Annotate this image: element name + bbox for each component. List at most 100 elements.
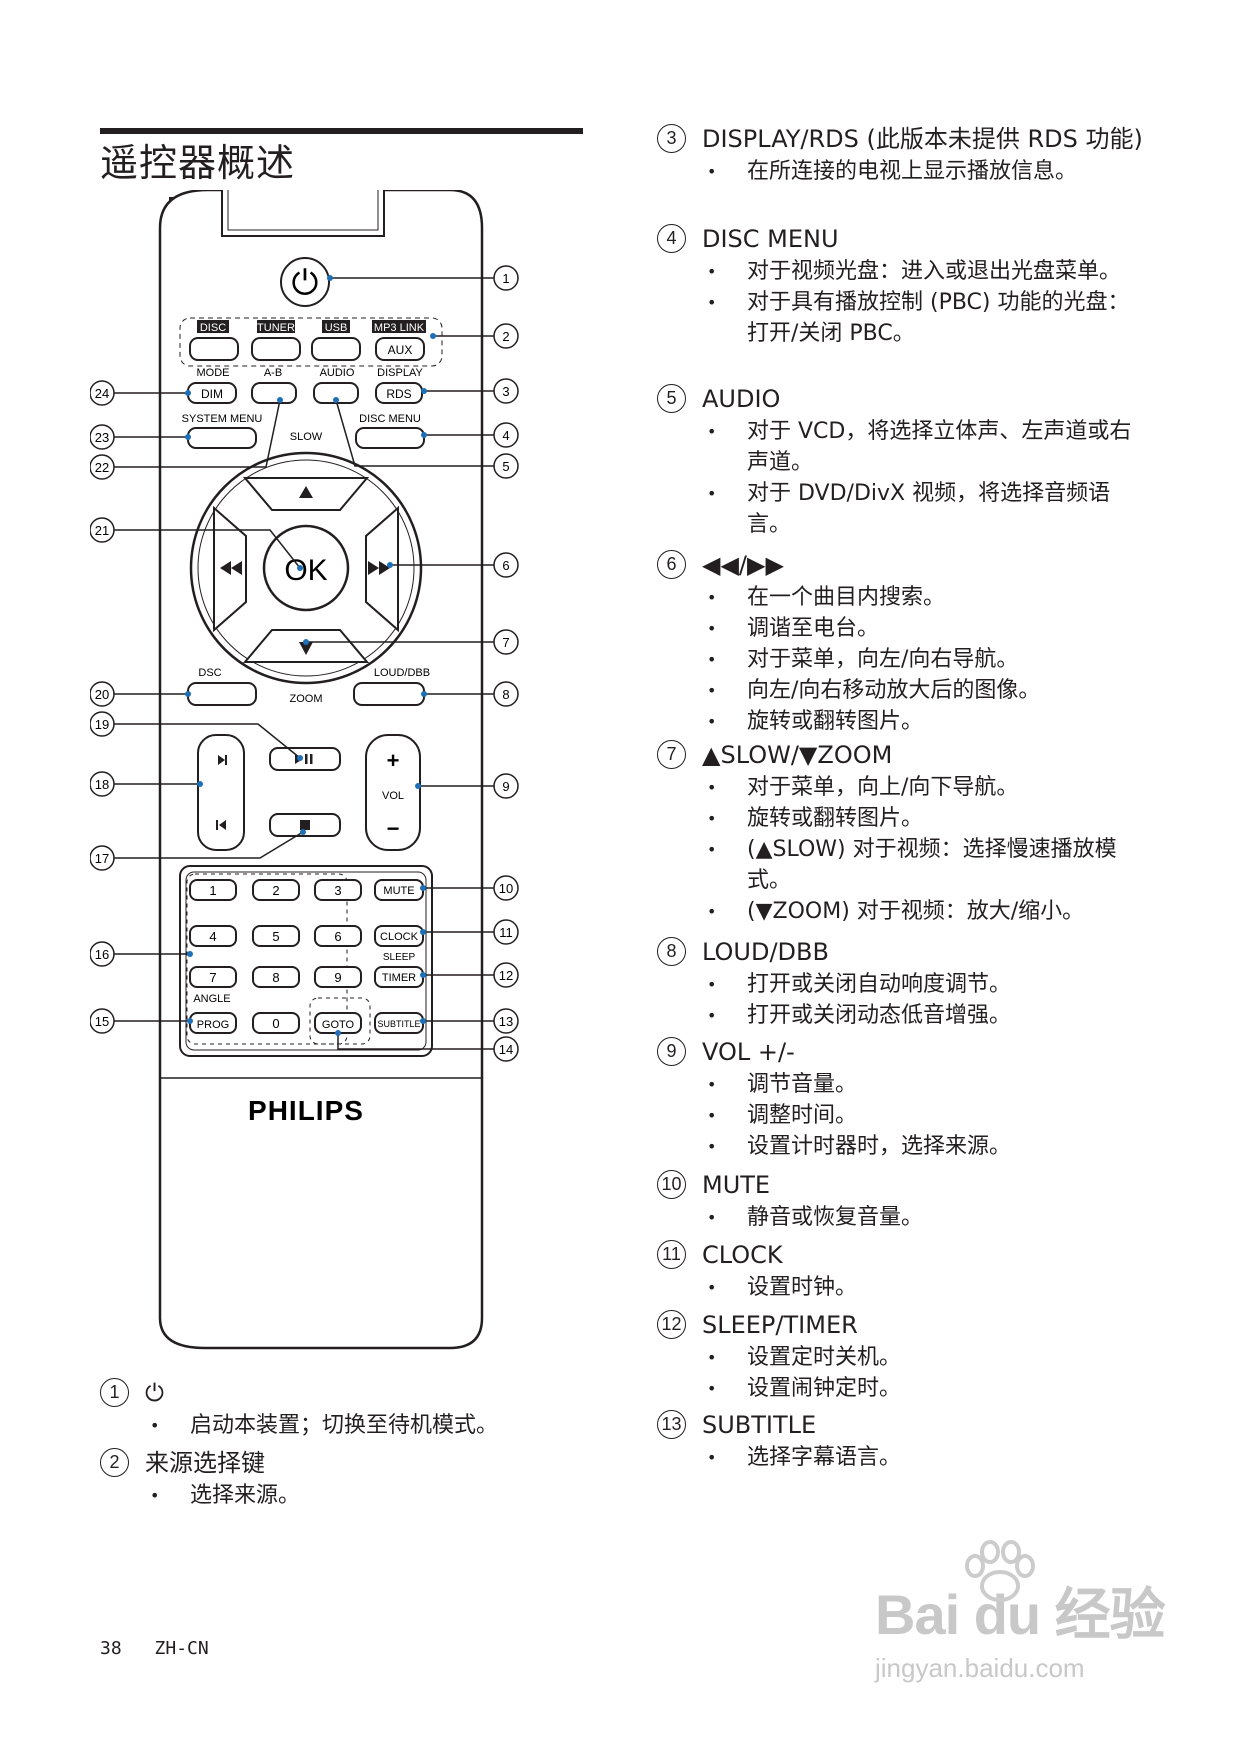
callout-dot [297,755,303,761]
digit-button-1[interactable] [189,879,237,901]
callout-badge [90,681,115,707]
bullet-item: 设置时钟。 [657,1272,1142,1303]
section-number: 5 [657,384,686,413]
watermark-logo: Bai du 经验 [875,1583,1166,1646]
source-label-disc: DISC [200,322,226,334]
digit-button-8[interactable] [252,966,300,988]
bullet-list: 对于菜单，向上/向下导航。旋转或翻转图片。(▲SLOW) 对于视频：选择慢速播放… [657,772,1142,927]
callout-number: 15 [95,1014,109,1029]
section-number: 6 [657,550,686,579]
callout-number: 3 [502,384,509,399]
callout-dot [297,565,303,571]
system-menu-button[interactable] [187,427,257,449]
callout-dot [421,388,427,394]
disc-menu-button[interactable] [355,427,425,449]
digit-button-6[interactable] [314,925,362,947]
section-heading: 7 ▲SLOW/▼ZOOM [657,740,1142,770]
dim-label: DIM [201,387,223,401]
callout-line-21 [114,529,301,569]
digit-button-7[interactable] [189,966,237,988]
display-label: DISPLAY [377,367,423,379]
section-title: 来源选择键 [145,1449,265,1477]
skip-buttons[interactable] [197,734,245,851]
usb-button[interactable] [311,337,361,361]
callout-badge [493,629,519,655]
volume-rocker[interactable] [365,734,421,851]
bullet-list: 打开或关闭自动响度调节。打开或关闭动态低音增强。 [657,969,1142,1031]
callout-number: 20 [95,687,109,702]
digit-button-0[interactable] [252,1012,300,1034]
disc-button[interactable] [189,337,239,361]
callout-number: 12 [499,968,513,983]
bullet-item: 打开或关闭自动响度调节。 [657,969,1142,1000]
callout-line-22 [114,399,281,468]
clock-button[interactable] [374,925,424,947]
section-number: 10 [657,1170,686,1199]
callout-badge [90,771,115,797]
goto-label: GOTO [322,1019,355,1031]
loud-dbb-button[interactable] [353,682,425,706]
digit-button-2[interactable] [252,879,300,901]
section-11: 11CLOCK设置时钟。 [657,1240,1142,1303]
source-label-mp3link: MP3 LINK [374,322,425,334]
callout-badge [90,1008,115,1034]
section-title: ◀◀/▶▶ [702,551,784,579]
power-button[interactable] [280,257,330,307]
page-title: 遥控器概述 [100,141,296,185]
dsc-button[interactable] [187,682,257,706]
page-footer: 38 ZH-CN [100,1638,231,1659]
callout-number: 14 [499,1042,513,1057]
section-number: 7 [657,740,686,769]
callout-dot [187,951,193,957]
section-number: 2 [100,1448,129,1477]
vol-minus-label: − [387,816,400,841]
rewind-icon [220,561,242,575]
callout-number: 9 [502,779,509,794]
bullet-item: 对于菜单，向左/向右导航。 [657,644,1142,675]
digit-button-9[interactable] [314,966,362,988]
callout-dot [277,397,283,403]
bullet-list: 设置定时关机。设置闹钟定时。 [657,1342,1142,1404]
ok-button[interactable] [262,524,350,612]
section-number: 12 [657,1310,686,1339]
digit-label: 4 [209,929,216,944]
digit-button-5[interactable] [252,925,300,947]
callout-dot [421,432,427,438]
section-title: ▲SLOW/▼ZOOM [702,741,893,769]
callout-badge [493,453,519,479]
aux-button[interactable] [375,337,425,361]
section-title: DISC MENU [702,225,839,253]
callout-dot [387,562,393,568]
up-arrow-icon [299,486,313,498]
callout-dot [327,275,333,281]
bullet-list: 设置时钟。 [657,1272,1142,1303]
digit-label: 2 [272,883,279,898]
callout-line-19 [114,723,301,759]
callout-dot [333,397,339,403]
section-title: DISPLAY/RDS (此版本未提供 RDS 功能) [702,125,1143,153]
page-number: 38 [100,1638,122,1659]
bullet-item: 静音或恢复音量。 [657,1202,1142,1233]
rds-label: RDS [386,387,411,401]
bullet-item: 设置计时器时，选择来源。 [657,1131,1142,1162]
slow-label: SLOW [290,431,323,443]
section-number: 3 [657,124,686,153]
tuner-button[interactable] [251,337,301,361]
ab-button[interactable] [251,382,297,404]
zoom-label: ZOOM [290,693,323,705]
section-title: VOL +/- [702,1038,795,1066]
loud-dbb-label: LOUD/DBB [374,667,430,679]
digit-button-3[interactable] [314,879,362,901]
callout-number: 18 [95,777,109,792]
callout-badge [493,773,519,799]
bullet-item: 对于菜单，向上/向下导航。 [657,772,1142,803]
vol-label: VOL [382,790,404,802]
digit-button-4[interactable] [189,925,237,947]
bullet-item: (▼ZOOM) 对于视频：放大/缩小。 [657,896,1142,927]
bullet-item: 向左/向右移动放大后的图像。 [657,675,1142,706]
stop-icon [300,820,310,830]
section-number: 1 [100,1378,129,1407]
